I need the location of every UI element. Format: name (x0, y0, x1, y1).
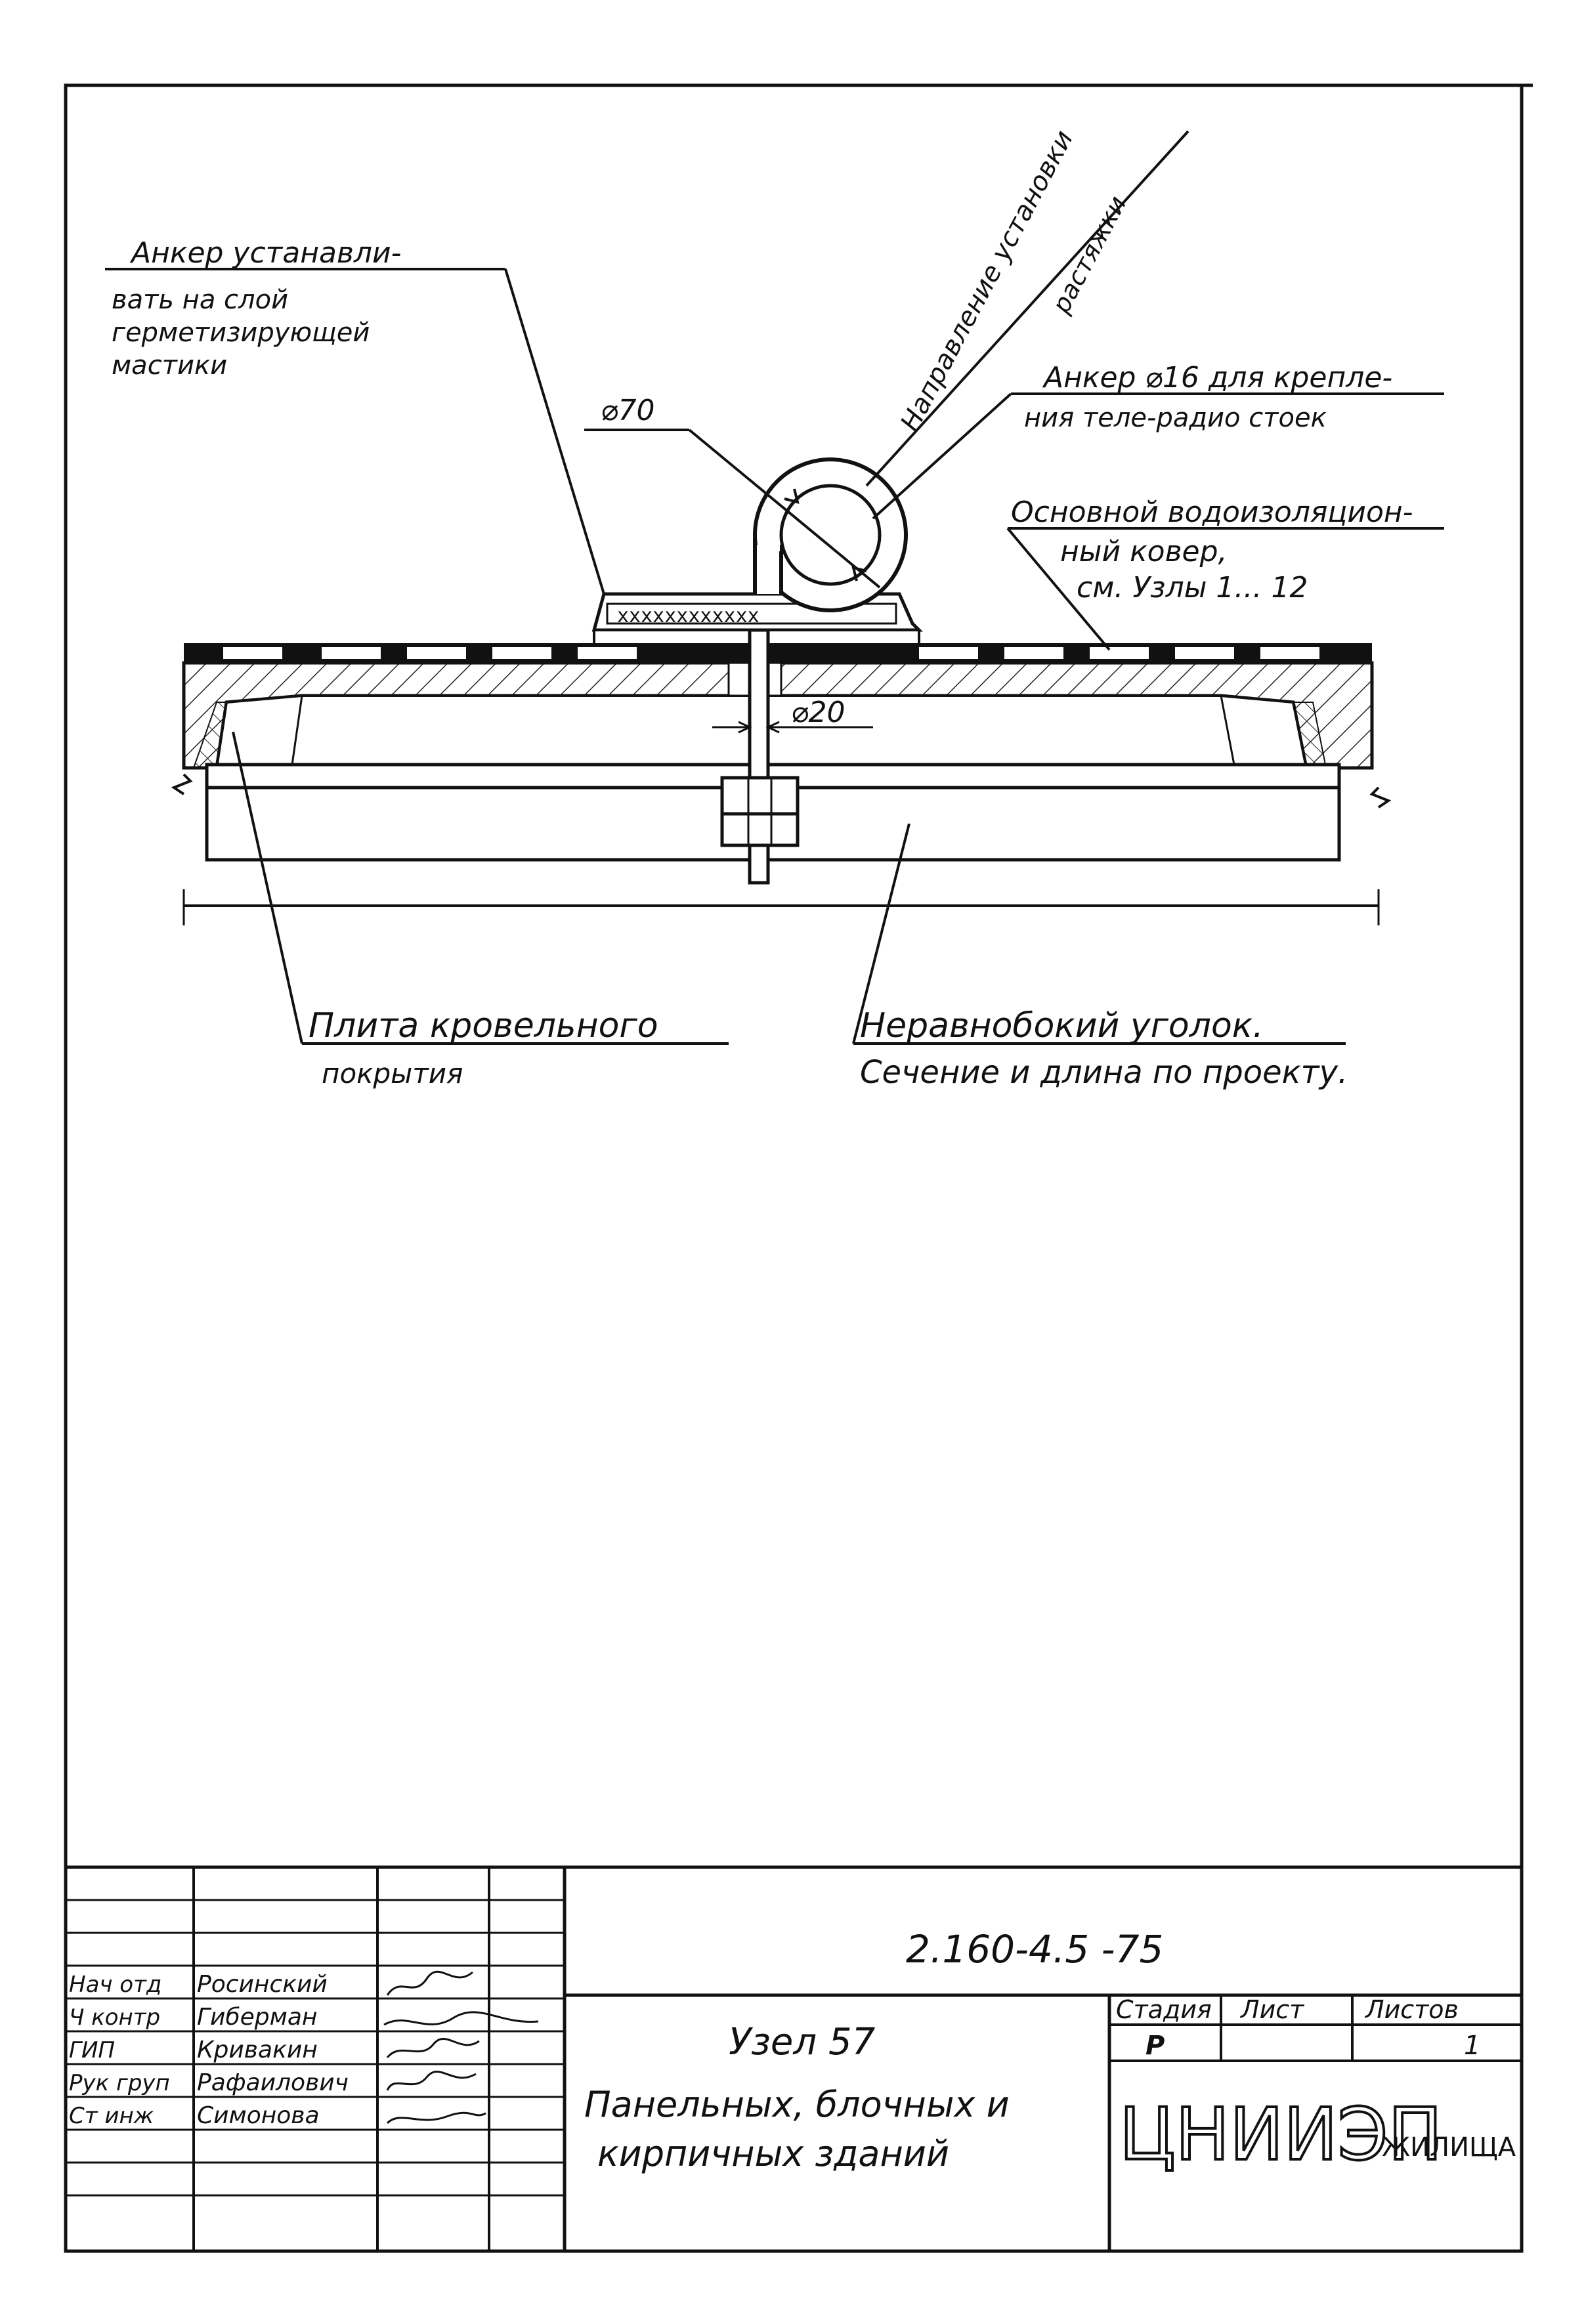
sheets-value: 1 (1464, 2031, 1480, 2061)
name-0: Росинский (197, 1971, 328, 1998)
nut-upper (720, 776, 800, 816)
sheet-title-1: Узел 57 (729, 2021, 876, 2063)
carpet-dashes (223, 647, 1319, 659)
sheets-header: Листов (1364, 1995, 1459, 2024)
anchor-eye-inner (779, 484, 882, 586)
name-2: Кривакин (197, 2037, 318, 2063)
callout-angle-1: Неравнобокий уголок. (860, 1006, 1264, 1046)
signatures (383, 1970, 539, 2124)
sheet-header: Лист (1239, 1995, 1305, 2024)
leader-lines (105, 130, 1444, 1045)
break-line-right (1369, 786, 1392, 809)
callout-anchor16-1: Анкер ⌀16 для крепле- (1042, 361, 1392, 394)
name-4: Симонова (197, 2102, 320, 2129)
callout-anchor-install-3: герметизирующей (112, 318, 370, 348)
callout-anchor-install-4: мастики (112, 350, 227, 381)
roof-section: xxxxxxxxxxxx (171, 457, 1392, 925)
break-line-left (171, 773, 193, 795)
callout-anchor16-2: ния теле-радио стоек (1024, 403, 1327, 433)
callout-dia70: ⌀70 (601, 394, 654, 427)
title-block-text: 2.160-4.5 -75 Нач отд Росинский Ч контр … (69, 1927, 1516, 2178)
nut-lower (720, 812, 800, 847)
callout-dia20: ⌀20 (791, 696, 845, 729)
stage-header: Стадия (1116, 1995, 1212, 2024)
callout-carpet-3: см. Узлы 1... 12 (1077, 571, 1308, 604)
callout-carpet-1: Основной водоизоляцион- (1011, 496, 1413, 529)
org-suffix: ЖИЛИЩА (1382, 2132, 1516, 2163)
role-2: ГИП (69, 2037, 115, 2063)
callout-anchor-install-1: Анкер устанавли- (129, 236, 402, 270)
name-1: Гиберман (197, 2004, 317, 2031)
org-logo: ЦНИИЭП (1119, 2092, 1442, 2176)
title-block (64, 1865, 1524, 2253)
role-0: Нач отд (69, 1972, 161, 1998)
doc-number: 2.160-4.5 -75 (906, 1927, 1163, 1972)
role-1: Ч контр (69, 2004, 160, 2031)
callout-carpet-2: ный ковер, (1060, 535, 1228, 568)
callout-slab-2: покрытия (322, 1057, 463, 1089)
callout-angle-2: Сечение и длина по проекту. (860, 1054, 1348, 1091)
callout-guy-direction-2: растяжки (1046, 191, 1132, 318)
waterproofing-carpet (184, 643, 1372, 663)
name-3: Рафаилович (197, 2069, 349, 2096)
role-4: Ст инж (69, 2103, 154, 2129)
role-3: Рук груп (69, 2070, 170, 2096)
callout-text: Анкер устанавли- вать на слой герметизир… (112, 125, 1413, 1091)
sheet-title-2: Панельных, блочных и (584, 2084, 1010, 2125)
mastic-x-marks: xxxxxxxxxxxx (617, 604, 760, 627)
sheet-title-3: кирпичных зданий (597, 2133, 949, 2174)
stage-value: Р (1145, 2031, 1165, 2061)
callout-slab-1: Плита кровельного (309, 1006, 658, 1046)
callout-anchor-install-2: вать на слой (112, 285, 288, 315)
